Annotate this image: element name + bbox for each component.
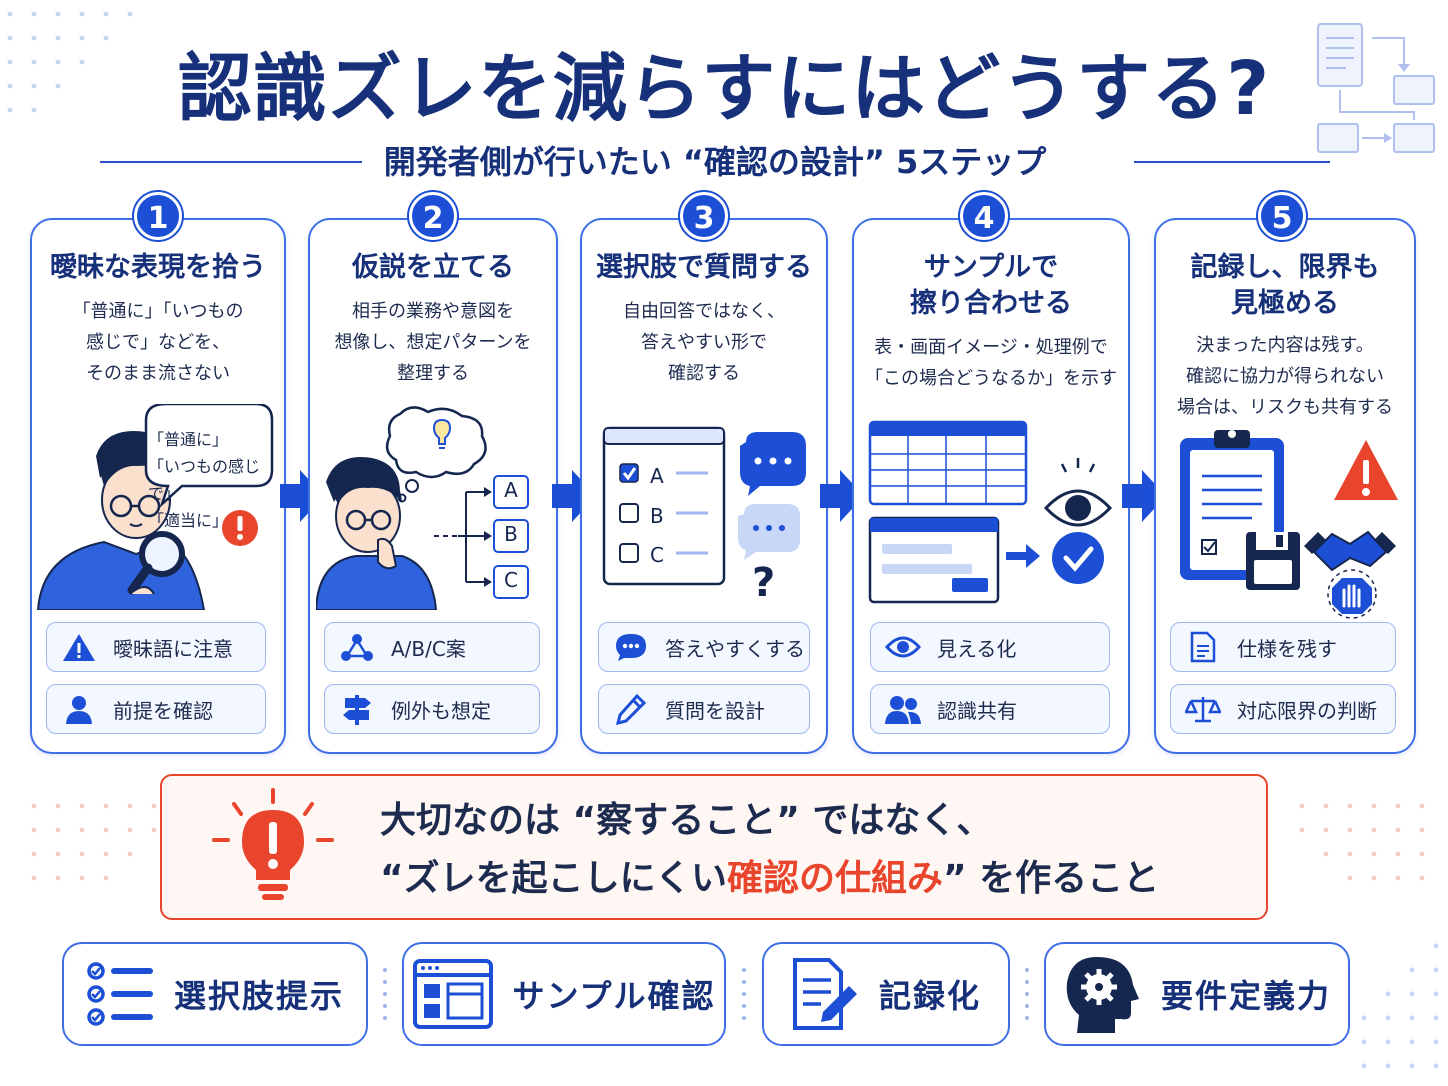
bottom-item-label: 選択肢提示	[173, 977, 344, 1015]
flowchart-decoration-icon	[1317, 23, 1435, 153]
step-arrow-icon	[1122, 470, 1166, 522]
key-message-highlight: 確認の仕組み	[726, 858, 943, 899]
document-edit-icon	[792, 958, 857, 1030]
chat-bubble-icon	[611, 631, 651, 663]
step-description-3: 自由回答ではなく、 答えやすい形で 確認する	[623, 301, 785, 384]
dot-pattern-left-middle	[31, 803, 157, 881]
step-number-5: 5	[1258, 192, 1306, 240]
tag-label: 答えやすくする	[665, 636, 805, 661]
speech-bubble-text: 「普通に」 「いつもの感じで」 「適当に」	[148, 430, 261, 530]
choice-b-label: B	[650, 504, 664, 528]
tag-label: 前提を確認	[113, 698, 213, 723]
step2-tag-1: A/B/C案	[324, 622, 540, 672]
choice-c-label: C	[650, 543, 664, 567]
step5-tag-1: 仕様を残す	[1170, 622, 1396, 672]
separator-dots	[742, 968, 746, 1020]
pencil-icon	[611, 693, 651, 725]
step4-tag-1: 見える化	[870, 622, 1110, 672]
head-gear-icon	[1066, 957, 1139, 1033]
page-subtitle: 開発者側が行いたい “確認の設計” 5ステップ	[383, 143, 1047, 181]
bottom-item-sample: サンプル確認	[402, 942, 726, 1046]
tag-label: 仕様を残す	[1237, 636, 1337, 661]
step-title-4: サンプルで 擦り合わせる	[910, 252, 1072, 319]
tag-label: 認識共有	[937, 698, 1017, 723]
step2-tag-2: 例外も想定	[324, 684, 540, 734]
step3-tag-1: 答えやすくする	[598, 622, 810, 672]
separator-dots	[383, 968, 387, 1020]
step5-tag-2: 対応限界の判断	[1170, 684, 1396, 734]
warning-icon	[59, 631, 99, 663]
step-description-5: 決まった内容は残す。 確認に協力が得られない 場合は、リスクも共有する	[1177, 335, 1393, 418]
key-message-line-2: “ズレを起こしにくい確認の仕組み” を作ること	[380, 852, 1159, 906]
checklist-icon	[87, 962, 153, 1026]
option-b-label: B	[504, 522, 518, 546]
illustration-record-risk	[1180, 430, 1398, 619]
tag-label: 曖昧語に注意	[113, 636, 233, 661]
step1-tag-2: 前提を確認	[46, 684, 266, 734]
tag-label: 対応限界の判断	[1237, 698, 1377, 723]
signpost-icon	[337, 693, 377, 725]
bottom-item-choices: 選択肢提示	[62, 942, 368, 1046]
key-message-box	[160, 774, 1268, 920]
window-layout-icon	[413, 959, 494, 1029]
people-icon	[883, 693, 923, 725]
bottom-item-label: 要件定義力	[1160, 977, 1331, 1015]
step-description-1: 「普通に」「いつもの 感じで」などを、 そのまま流さない	[72, 301, 244, 384]
step-arrow-icon	[552, 470, 596, 522]
illustration-person-thinking	[316, 406, 529, 610]
illustration-person-magnifier	[36, 404, 274, 610]
step3-tag-2: 質問を設計	[598, 684, 810, 734]
choice-a-label: A	[650, 464, 664, 488]
branch-nodes-icon	[337, 631, 377, 663]
step-description-4: 表・画面イメージ・処理例で 「この場合どうなるか」を示す	[865, 337, 1117, 389]
step-description-2: 相手の業務や意図を 想像し、想定パターンを 整理する	[334, 301, 532, 384]
key-message-line-2-suffix: ” を作ること	[942, 858, 1160, 899]
step-title-5: 記録し、限界も 見極める	[1190, 252, 1380, 319]
illustration-choice-form	[602, 426, 806, 586]
key-message-line-1: 大切なのは “察すること” ではなく、	[380, 800, 993, 841]
eye-icon	[883, 631, 923, 663]
option-c-label: C	[504, 568, 518, 592]
step-number-3: 3	[680, 192, 728, 240]
step-title-3: 選択肢で質問する	[596, 252, 812, 283]
separator-dots	[1025, 968, 1029, 1020]
bottom-item-label: 記録化	[878, 977, 981, 1015]
step1-tag-1: 曖昧語に注意	[46, 622, 266, 672]
tag-label: 質問を設計	[665, 698, 765, 723]
option-a-label: A	[504, 478, 518, 502]
bottom-item-record: 記録化	[762, 942, 1010, 1046]
person-icon	[59, 693, 99, 725]
step-number-4: 4	[960, 192, 1008, 240]
step-number-2: 2	[409, 192, 457, 240]
key-message-line-2-prefix: “ズレを起こしにくい	[380, 858, 727, 899]
step4-tag-2: 認識共有	[870, 684, 1110, 734]
bottom-item-label: サンプル確認	[512, 977, 716, 1015]
page-title: 認識ズレを減らすにはどうする?	[177, 46, 1271, 132]
step-number-1: 1	[134, 192, 182, 240]
tag-label: 例外も想定	[391, 698, 491, 723]
step-arrow-icon	[280, 470, 324, 522]
illustration-sample-screens	[868, 420, 1112, 604]
dot-pattern-top-left	[7, 11, 133, 113]
step-title-2: 仮説を立てる	[352, 252, 514, 283]
document-icon	[1183, 631, 1223, 663]
subtitle-divider-right	[1134, 161, 1330, 163]
dot-pattern-bottom-right	[1361, 943, 1439, 1069]
question-mark: ?	[752, 560, 776, 606]
dot-pattern-right-middle	[1299, 803, 1425, 881]
tag-label: 見える化	[937, 636, 1017, 661]
scales-icon	[1183, 693, 1223, 725]
step-arrow-icon	[820, 470, 864, 522]
bottom-item-requirements: 要件定義力	[1044, 942, 1350, 1046]
subtitle-row: 開発者側が行いたい “確認の設計” 5ステップ	[100, 142, 1330, 182]
lightbulb-alert-icon	[212, 788, 334, 900]
step-title-1: 曖昧な表現を拾う	[50, 252, 266, 283]
subtitle-divider-left	[100, 161, 362, 163]
tag-label: A/B/C案	[391, 636, 466, 661]
